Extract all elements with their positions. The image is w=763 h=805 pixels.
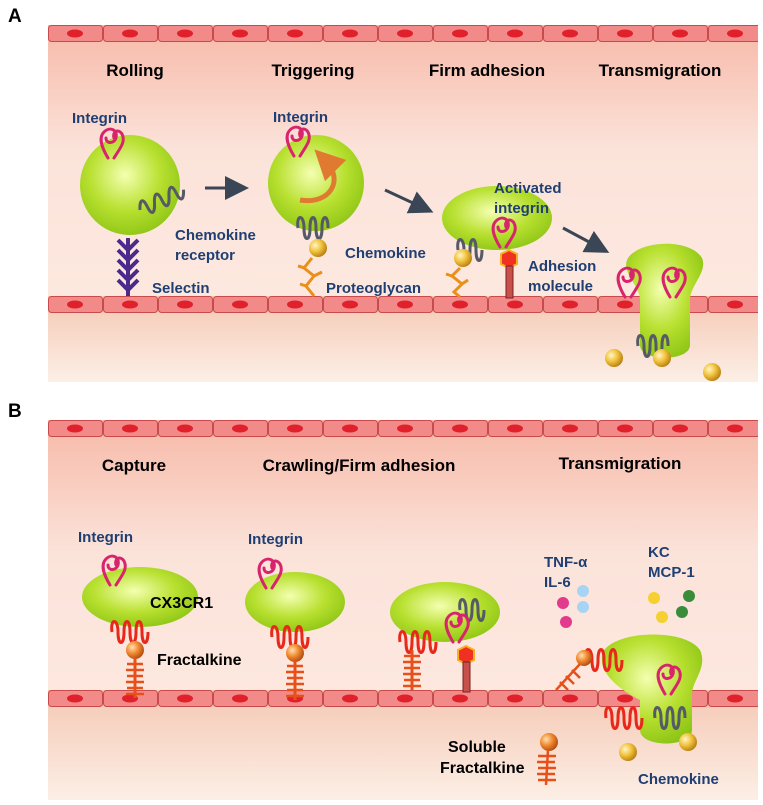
label-kc: KC <box>648 544 670 561</box>
leukocyte-rolling <box>80 135 180 235</box>
arrow-2 <box>384 188 434 214</box>
label-soluble-1: Soluble <box>448 739 506 756</box>
panel-a: A Rolling Triggering Firm adhesion Trans… <box>8 6 758 382</box>
fractalkine-head-3 <box>576 650 592 666</box>
label-integrin-a2: Integrin <box>273 109 328 126</box>
label-tnf: TNF-α <box>544 554 588 571</box>
leukocyte-firm-adhesion-b <box>390 582 500 642</box>
adhesion-molecule-head-b <box>457 644 475 666</box>
chemokine-receptor-icon-2 <box>296 216 330 240</box>
leukocyte-capture <box>82 567 198 627</box>
fractalkine-stalk-icon-4 <box>555 663 581 691</box>
adhesion-molecule-stalk-b <box>462 661 471 693</box>
stage-triggering: Triggering <box>271 61 354 80</box>
chemokine-receptor-icon-3 <box>456 238 484 262</box>
label-cx3cr1: CX3CR1 <box>150 595 213 612</box>
label-mcp1: MCP-1 <box>648 564 695 581</box>
proteoglycan-icon <box>297 257 323 297</box>
panel-b-tissue <box>48 690 758 800</box>
label-adhesion-2: molecule <box>528 278 593 295</box>
fractalkine-head-2 <box>286 644 304 662</box>
panel-a-letter: A <box>8 6 22 27</box>
proteoglycan-icon-2 <box>445 266 469 299</box>
soluble-fractalkine-stalk <box>537 749 556 786</box>
stage-transmigration: Transmigration <box>599 61 722 80</box>
cytokine-dot-1 <box>557 597 569 609</box>
panel-a-endothelium-bottom <box>48 296 758 313</box>
chemokine-ball <box>309 239 327 257</box>
label-proteoglycan: Proteoglycan <box>326 280 421 297</box>
panel-b-endothelium-bottom <box>48 690 758 707</box>
label-chemokine-receptor-1: Chemokine <box>175 227 256 244</box>
chemokine-dot-1 <box>648 592 660 604</box>
cytokine-dot-3 <box>577 585 589 597</box>
label-integrin-b2: Integrin <box>248 531 303 548</box>
stage-transmigration-b: Transmigration <box>559 454 682 473</box>
chemokine-ball-2 <box>454 249 472 267</box>
leukocyte-firm-adhesion <box>442 186 552 250</box>
chemokine-receptor-icon-b2 <box>653 706 687 730</box>
adhesion-molecule-stalk <box>505 265 514 299</box>
leukocyte-triggering <box>268 135 364 231</box>
label-integrin-b1: Integrin <box>78 529 133 546</box>
stage-firm-adhesion: Firm adhesion <box>429 61 545 80</box>
soluble-fractalkine-head <box>540 733 558 751</box>
label-activated-2: integrin <box>494 200 549 217</box>
chemokine-ball-4 <box>653 349 671 367</box>
panel-b-letter: B <box>8 401 22 422</box>
label-adhesion-1: Adhesion <box>528 258 596 275</box>
stage-rolling: Rolling <box>106 61 164 80</box>
label-chemokine-a: Chemokine <box>345 245 426 262</box>
selectin-icon <box>116 238 140 296</box>
leukocyte-transmigration-b <box>601 634 703 744</box>
chemokine-dot-2 <box>656 611 668 623</box>
chemokine-ball-5 <box>703 363 721 381</box>
chemokine-receptor-icon-4 <box>636 334 670 358</box>
label-activated-1: Activated <box>494 180 562 197</box>
label-il6: IL-6 <box>544 574 571 591</box>
label-chemokine-b: Chemokine <box>638 771 719 788</box>
adhesion-molecule-head <box>500 248 518 270</box>
leukocyte-crawling <box>245 572 345 632</box>
signal-arrow <box>299 149 347 204</box>
chemokine-dot-3 <box>683 590 695 602</box>
label-fractalkine: Fractalkine <box>157 652 242 669</box>
arrow-3 <box>562 226 610 253</box>
label-soluble-2: Fractalkine <box>440 760 525 777</box>
panel-a-endothelium-top <box>48 25 758 42</box>
stage-crawling: Crawling/Firm adhesion <box>263 456 456 475</box>
fractalkine-head <box>126 641 144 659</box>
stage-capture: Capture <box>102 456 166 475</box>
panel-b: B Capture Crawling/Firm adhesion Transmi… <box>8 401 758 800</box>
chemokine-receptor-icon-b <box>458 598 486 622</box>
cytokine-dot-2 <box>560 616 572 628</box>
chemokine-dot-4 <box>676 606 688 618</box>
chemokine-ball-b1 <box>619 743 637 761</box>
label-integrin-a1: Integrin <box>72 110 127 127</box>
chemokine-ball-b2 <box>679 733 697 751</box>
label-selectin: Selectin <box>152 280 210 297</box>
chemokine-ball-3 <box>605 349 623 367</box>
panel-b-endothelium-top <box>48 420 758 437</box>
cytokine-dot-4 <box>577 601 589 613</box>
label-chemokine-receptor-2: receptor <box>175 247 235 264</box>
